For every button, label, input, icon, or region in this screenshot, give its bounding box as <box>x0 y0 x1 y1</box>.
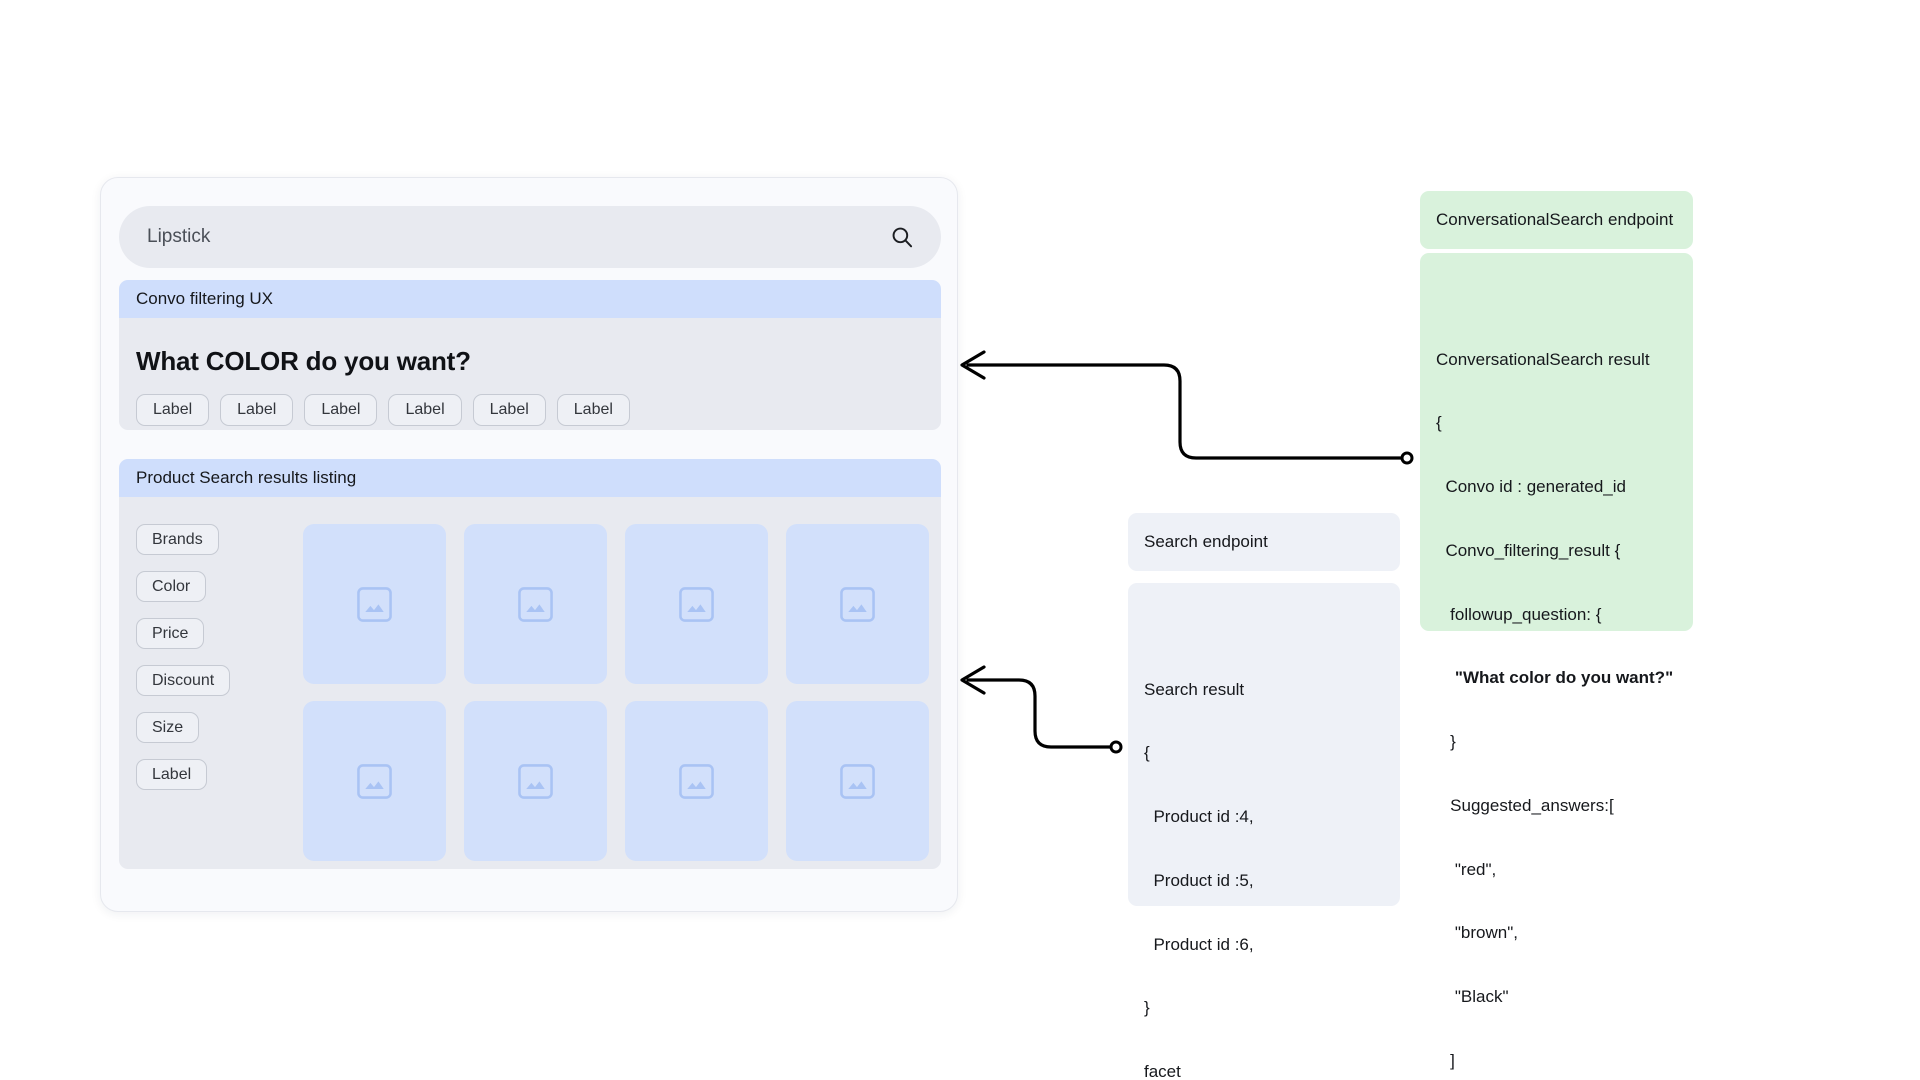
code-line: "brown", <box>1436 923 1518 943</box>
product-tile[interactable] <box>303 524 446 684</box>
product-tile[interactable] <box>625 701 768 861</box>
facet-filter-list: Brands Color Price Discount Size Label <box>136 524 231 790</box>
image-placeholder-icon <box>676 584 717 625</box>
convo-chip[interactable]: Label <box>472 394 546 426</box>
image-placeholder-icon <box>515 761 556 802</box>
code-line: "red", <box>1436 859 1497 879</box>
image-placeholder-icon <box>837 584 878 625</box>
panel-search-endpoint: Search endpoint <box>1128 513 1400 571</box>
panel-label: ConversationalSearch endpoint <box>1436 210 1674 230</box>
code-line: { <box>1436 413 1442 433</box>
code-line: Convo id : generated_id <box>1436 477 1626 496</box>
facet-chip-size[interactable]: Size <box>136 712 200 743</box>
connector-conversational-search <box>960 350 1414 465</box>
product-grid <box>303 524 929 861</box>
search-input[interactable]: Lipstick <box>119 206 941 268</box>
code-line-followup-question: "What color do you want?" <box>1436 668 1677 692</box>
image-placeholder-icon <box>676 761 717 802</box>
image-placeholder-icon <box>837 761 878 802</box>
product-tile[interactable] <box>464 524 607 684</box>
section-header-product-results: Product Search results listing <box>119 459 941 497</box>
product-tile[interactable] <box>303 701 446 861</box>
panel-search-result: Search result { Product id :4, Product i… <box>1128 583 1400 1080</box>
product-tile[interactable] <box>625 524 768 684</box>
facet-chip-color[interactable]: Color <box>136 571 207 602</box>
code-line: ] <box>1436 1050 1455 1070</box>
image-placeholder-icon <box>354 584 395 625</box>
connector-search <box>960 665 1123 754</box>
wireframe-card: Lipstick Convo filtering UX What COLOR d… <box>100 177 958 912</box>
image-placeholder-icon <box>354 761 395 802</box>
convo-filtering-body: What COLOR do you want? Label Label Labe… <box>119 318 941 430</box>
code-line: Product id :6, <box>1144 934 1254 954</box>
convo-chip[interactable]: Label <box>220 394 294 426</box>
code-line: Product id :5, <box>1144 870 1254 890</box>
convo-answer-chip-row: Label Label Label Label Label Label <box>136 394 630 426</box>
convo-question: What COLOR do you want? <box>136 346 471 376</box>
followup-question-value: "What color do you want?" <box>1454 668 1674 688</box>
facet-chip-label[interactable]: Label <box>136 759 208 790</box>
product-tile[interactable] <box>786 524 929 684</box>
code-line: "Black" <box>1436 987 1509 1006</box>
convo-chip[interactable]: Label <box>304 394 378 426</box>
panel-title: ConversationalSearch result <box>1436 349 1650 369</box>
convo-chip[interactable]: Label <box>388 394 462 426</box>
convo-chip[interactable]: Label <box>136 394 210 426</box>
code-line: followup_question: { <box>1436 604 1602 624</box>
product-tile[interactable] <box>464 701 607 861</box>
product-tile[interactable] <box>786 701 929 861</box>
code-line: } <box>1436 732 1456 751</box>
code-line: facet <box>1144 1062 1181 1080</box>
code-line: Convo_filtering_result { <box>1436 540 1621 560</box>
facet-chip-price[interactable]: Price <box>136 618 205 649</box>
code-line: } <box>1144 998 1150 1018</box>
product-results-body: Brands Color Price Discount Size Label <box>119 497 941 869</box>
facet-chip-discount[interactable]: Discount <box>136 665 231 696</box>
image-placeholder-icon <box>515 584 556 625</box>
code-line: Product id :4, <box>1144 807 1254 826</box>
panel-conversationalsearch-endpoint: ConversationalSearch endpoint <box>1420 191 1693 249</box>
panel-conversationalsearch-result: ConversationalSearch result { Convo id :… <box>1420 253 1693 1070</box>
panel-title: Search result <box>1144 679 1245 699</box>
search-input-value: Lipstick <box>147 226 211 247</box>
convo-chip[interactable]: Label <box>556 394 630 426</box>
facet-chip-brands[interactable]: Brands <box>136 524 219 555</box>
search-icon[interactable] <box>889 224 915 250</box>
panel-label: Search endpoint <box>1144 532 1268 552</box>
section-header-convo-filtering: Convo filtering UX <box>119 280 941 318</box>
code-line: { <box>1144 743 1150 763</box>
code-line: Suggested_answers:[ <box>1436 795 1614 815</box>
